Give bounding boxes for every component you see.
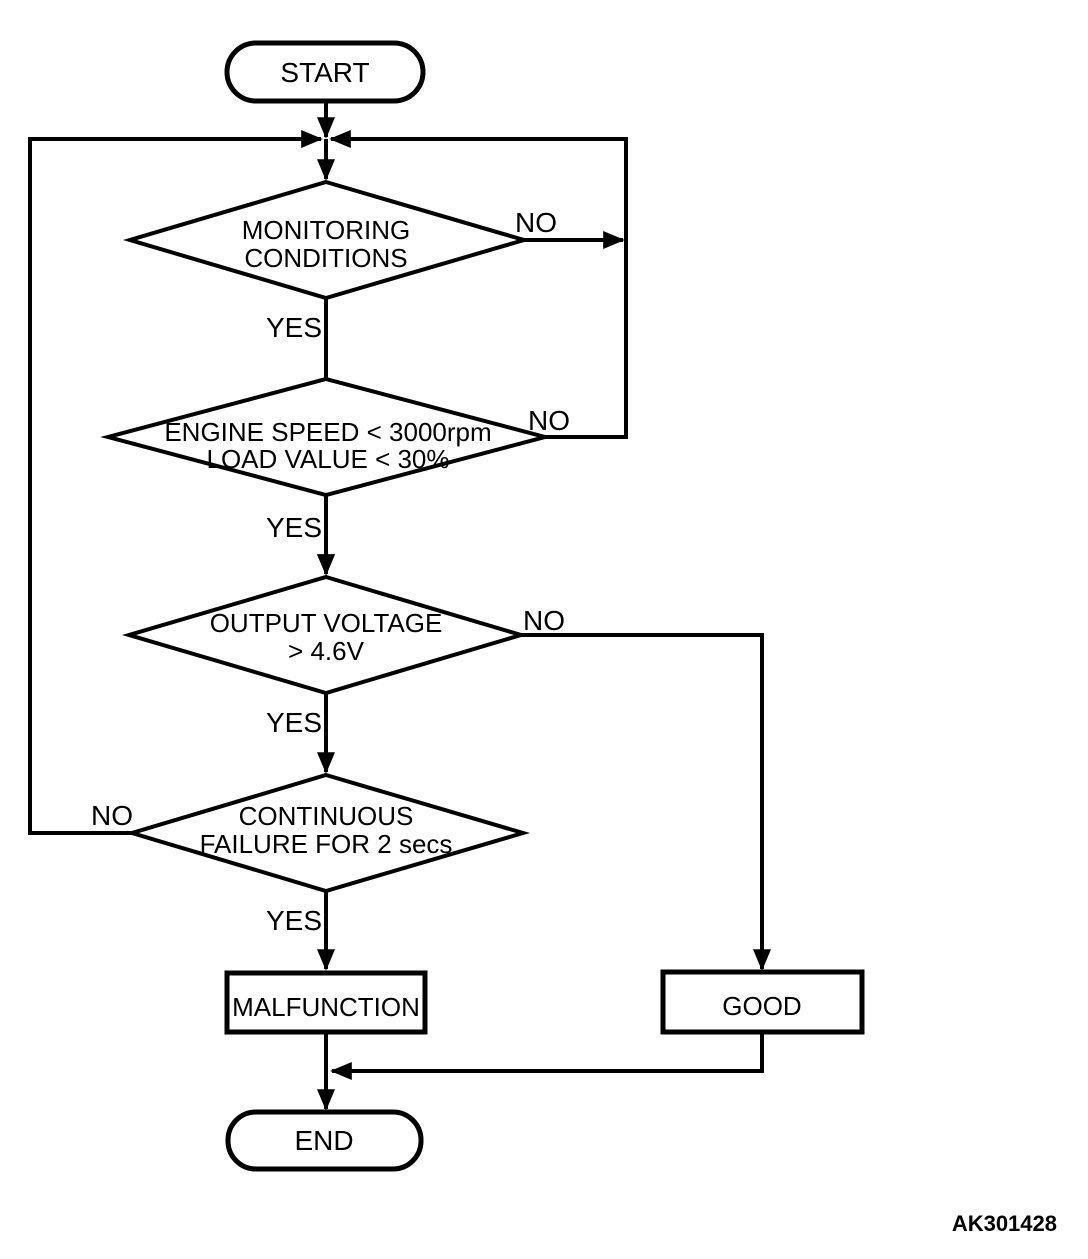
node-end-label: END xyxy=(294,1125,353,1156)
node-good-label: GOOD xyxy=(722,991,801,1021)
label-no-4: NO xyxy=(91,800,133,831)
decision3-line1: OUTPUT VOLTAGE xyxy=(210,608,443,638)
decision4-line1: CONTINUOUS xyxy=(239,801,414,831)
edge-no-return-right xyxy=(329,130,628,439)
node-start-label: START xyxy=(280,57,369,88)
node-decision-engine-speed-load xyxy=(100,376,553,498)
label-yes-2: YES xyxy=(266,512,322,543)
label-no-2: NO xyxy=(528,405,570,436)
node-end xyxy=(225,1109,424,1172)
decision2-line2: LOAD VALUE < 30% xyxy=(206,444,449,474)
decision1-line1: MONITORING xyxy=(242,215,411,245)
label-yes-3: YES xyxy=(266,707,322,738)
label-no-3: NO xyxy=(523,605,565,636)
label-yes-1: YES xyxy=(266,312,322,343)
node-good xyxy=(660,969,865,1035)
decision1-line2: CONDITIONS xyxy=(244,243,407,273)
label-no-1: NO xyxy=(515,207,557,238)
edge-good-to-merge xyxy=(330,1032,764,1080)
nodes: START MONITORING CONDITIONS ENGINE SPEED… xyxy=(100,40,865,1172)
node-start xyxy=(224,40,426,104)
node-decision-output-voltage xyxy=(121,574,529,696)
node-decision-monitoring-conditions xyxy=(122,179,532,301)
node-malfunction-label: MALFUNCTION xyxy=(232,992,420,1022)
edge-voltage-no-to-good xyxy=(521,633,771,971)
node-decision-continuous-failure xyxy=(125,772,531,894)
node-malfunction xyxy=(224,970,428,1035)
label-yes-4: YES xyxy=(266,905,322,936)
decision4-line2: FAILURE FOR 2 secs xyxy=(200,829,453,859)
decision3-line2: > 4.6V xyxy=(288,636,365,666)
branch-labels: NO YES NO YES NO YES NO YES xyxy=(91,207,570,936)
figure-code: AK301428 xyxy=(952,1211,1057,1236)
decision2-line1: ENGINE SPEED < 3000rpm xyxy=(164,417,491,447)
edge-failure-no-return-left xyxy=(28,130,323,835)
